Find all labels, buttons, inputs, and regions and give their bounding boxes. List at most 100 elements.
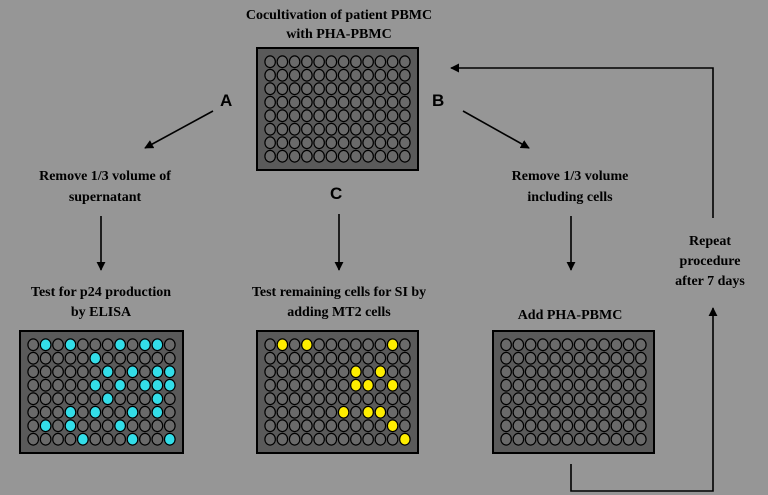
- well-positive: [114, 378, 127, 392]
- well: [586, 405, 598, 419]
- well: [374, 109, 387, 123]
- well: [374, 351, 387, 365]
- well: [276, 136, 289, 150]
- well: [586, 392, 598, 406]
- loop-arrow-lower: [570, 307, 718, 492]
- well: [325, 351, 338, 365]
- well: [350, 419, 362, 433]
- well-positive: [151, 378, 164, 392]
- well: [512, 392, 525, 406]
- well: [288, 122, 301, 136]
- well: [622, 392, 635, 406]
- well: [301, 82, 313, 96]
- remove-supernatant-line1: Remove 1/3 volume of: [39, 169, 171, 184]
- well-positive: [89, 378, 102, 392]
- well: [264, 419, 276, 433]
- well: [386, 365, 399, 379]
- well: [350, 95, 362, 109]
- well: [39, 405, 52, 419]
- well: [264, 82, 276, 96]
- well: [399, 82, 411, 96]
- well: [151, 419, 164, 433]
- well: [598, 392, 610, 406]
- well: [325, 82, 338, 96]
- well: [350, 149, 362, 163]
- well: [374, 55, 387, 69]
- well: [610, 338, 623, 352]
- well: [549, 392, 561, 406]
- well: [76, 405, 89, 419]
- well: [537, 378, 549, 392]
- well: [386, 55, 399, 69]
- well: [610, 405, 623, 419]
- well: [264, 95, 276, 109]
- well: [350, 109, 362, 123]
- well-positive: [114, 419, 127, 433]
- well: [512, 405, 525, 419]
- well: [27, 351, 40, 365]
- well: [301, 55, 313, 69]
- well: [27, 392, 40, 406]
- well-positive: [39, 419, 52, 433]
- well: [76, 419, 89, 433]
- well: [362, 419, 374, 433]
- repeat-line1: Repeat: [689, 234, 731, 249]
- well: [114, 365, 127, 379]
- well: [52, 365, 64, 379]
- well: [337, 338, 350, 352]
- well: [325, 68, 338, 82]
- well: [350, 82, 362, 96]
- well: [337, 55, 350, 69]
- well: [561, 432, 574, 446]
- well: [537, 432, 549, 446]
- well: [350, 351, 362, 365]
- repeat-line3: after 7 days: [675, 274, 745, 289]
- well: [288, 378, 301, 392]
- well: [622, 405, 635, 419]
- well: [622, 419, 635, 433]
- well: [288, 68, 301, 82]
- well: [337, 95, 350, 109]
- well: [386, 109, 399, 123]
- well: [586, 338, 598, 352]
- well: [573, 419, 586, 433]
- well: [27, 378, 40, 392]
- well: [276, 68, 289, 82]
- well: [374, 136, 387, 150]
- well: [301, 136, 313, 150]
- well: [386, 149, 399, 163]
- well: [101, 432, 114, 446]
- well: [288, 392, 301, 406]
- top-title-line1: Cocultivation of patient PBMC: [245, 8, 433, 23]
- well: [337, 419, 350, 433]
- well: [313, 68, 325, 82]
- well: [114, 405, 127, 419]
- well: [52, 338, 64, 352]
- well: [325, 419, 338, 433]
- well: [264, 392, 276, 406]
- well: [386, 68, 399, 82]
- well-positive: [151, 365, 164, 379]
- well: [374, 432, 387, 446]
- well: [549, 405, 561, 419]
- well: [337, 109, 350, 123]
- well: [337, 365, 350, 379]
- well: [89, 392, 102, 406]
- well: [386, 405, 399, 419]
- well: [52, 405, 64, 419]
- well: [362, 95, 374, 109]
- well: [586, 432, 598, 446]
- well: [39, 365, 52, 379]
- well: [399, 122, 411, 136]
- well: [561, 351, 574, 365]
- well: [399, 419, 411, 433]
- well: [151, 351, 164, 365]
- well: [362, 82, 374, 96]
- well: [264, 405, 276, 419]
- well: [374, 378, 387, 392]
- well: [288, 55, 301, 69]
- well: [276, 378, 289, 392]
- well: [151, 432, 164, 446]
- test-si-line1: Test remaining cells for SI by: [251, 285, 427, 300]
- well: [561, 405, 574, 419]
